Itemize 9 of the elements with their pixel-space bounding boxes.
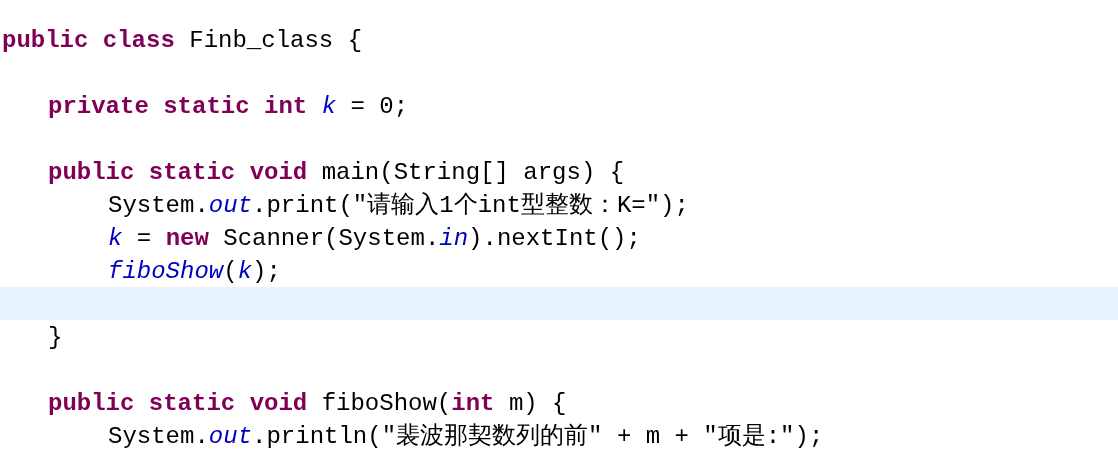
code-line: public static void fiboShow(int m) { bbox=[48, 389, 567, 419]
code-line: } bbox=[48, 323, 63, 353]
code-line: public class Finb_class { bbox=[2, 26, 363, 56]
code-line: fiboShow(k); bbox=[108, 257, 281, 287]
code-line: public static void main(String[] args) { bbox=[48, 158, 625, 188]
code-line: System.out.println("裴波那契数列的前" + m + "项是:"); bbox=[108, 422, 824, 452]
code-line: System.out.print("请输入1个int型整数：K="); bbox=[108, 191, 689, 221]
code-line: k = new Scanner(System.in).nextInt(); bbox=[108, 224, 641, 254]
code-line: private static int k = 0; bbox=[48, 92, 409, 122]
